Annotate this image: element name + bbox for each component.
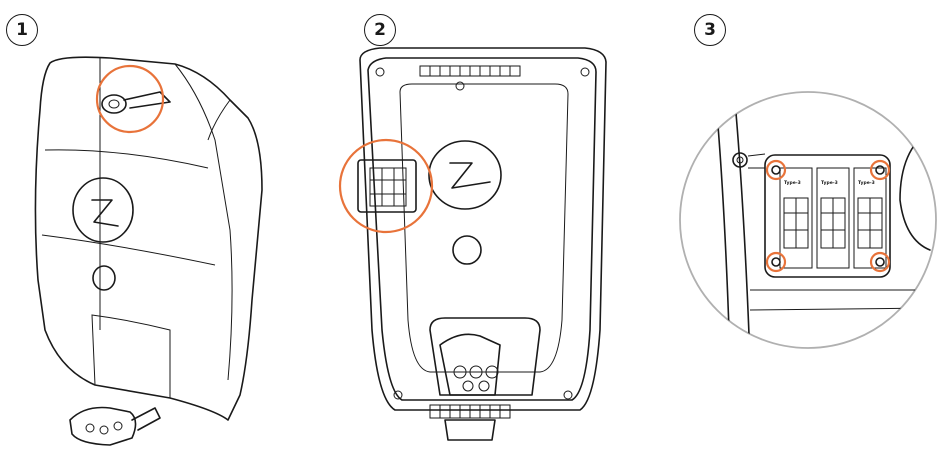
- terminal-label-3: Type-3: [858, 180, 875, 186]
- step-2-number: 2: [374, 20, 386, 40]
- step-2-panel: 2: [300, 0, 630, 449]
- step-2-badge: 2: [364, 14, 396, 46]
- zoom-circle: [679, 91, 937, 349]
- step-1-panel: 1: [0, 0, 300, 449]
- step-3-number: 3: [704, 20, 716, 40]
- charger-front-illustration: [34, 56, 263, 446]
- step-1-badge: 1: [6, 14, 38, 46]
- step-1-number: 1: [16, 20, 28, 40]
- terminal-block-detail-illustration: Type-3 Type-3 Type-3: [679, 91, 937, 349]
- padlock-icon: [101, 91, 171, 114]
- cable-connector-icon: [69, 406, 161, 446]
- step-3-panel: 3 Type-3 Type-3 Type-3: [630, 0, 942, 449]
- charger-open-back-illustration: [338, 47, 607, 441]
- step-3-badge: 3: [694, 14, 726, 46]
- terminal-label-2: Type-3: [821, 180, 838, 186]
- zappi-logo-icon: [72, 177, 134, 243]
- terminal-label-1: Type-3: [784, 180, 801, 186]
